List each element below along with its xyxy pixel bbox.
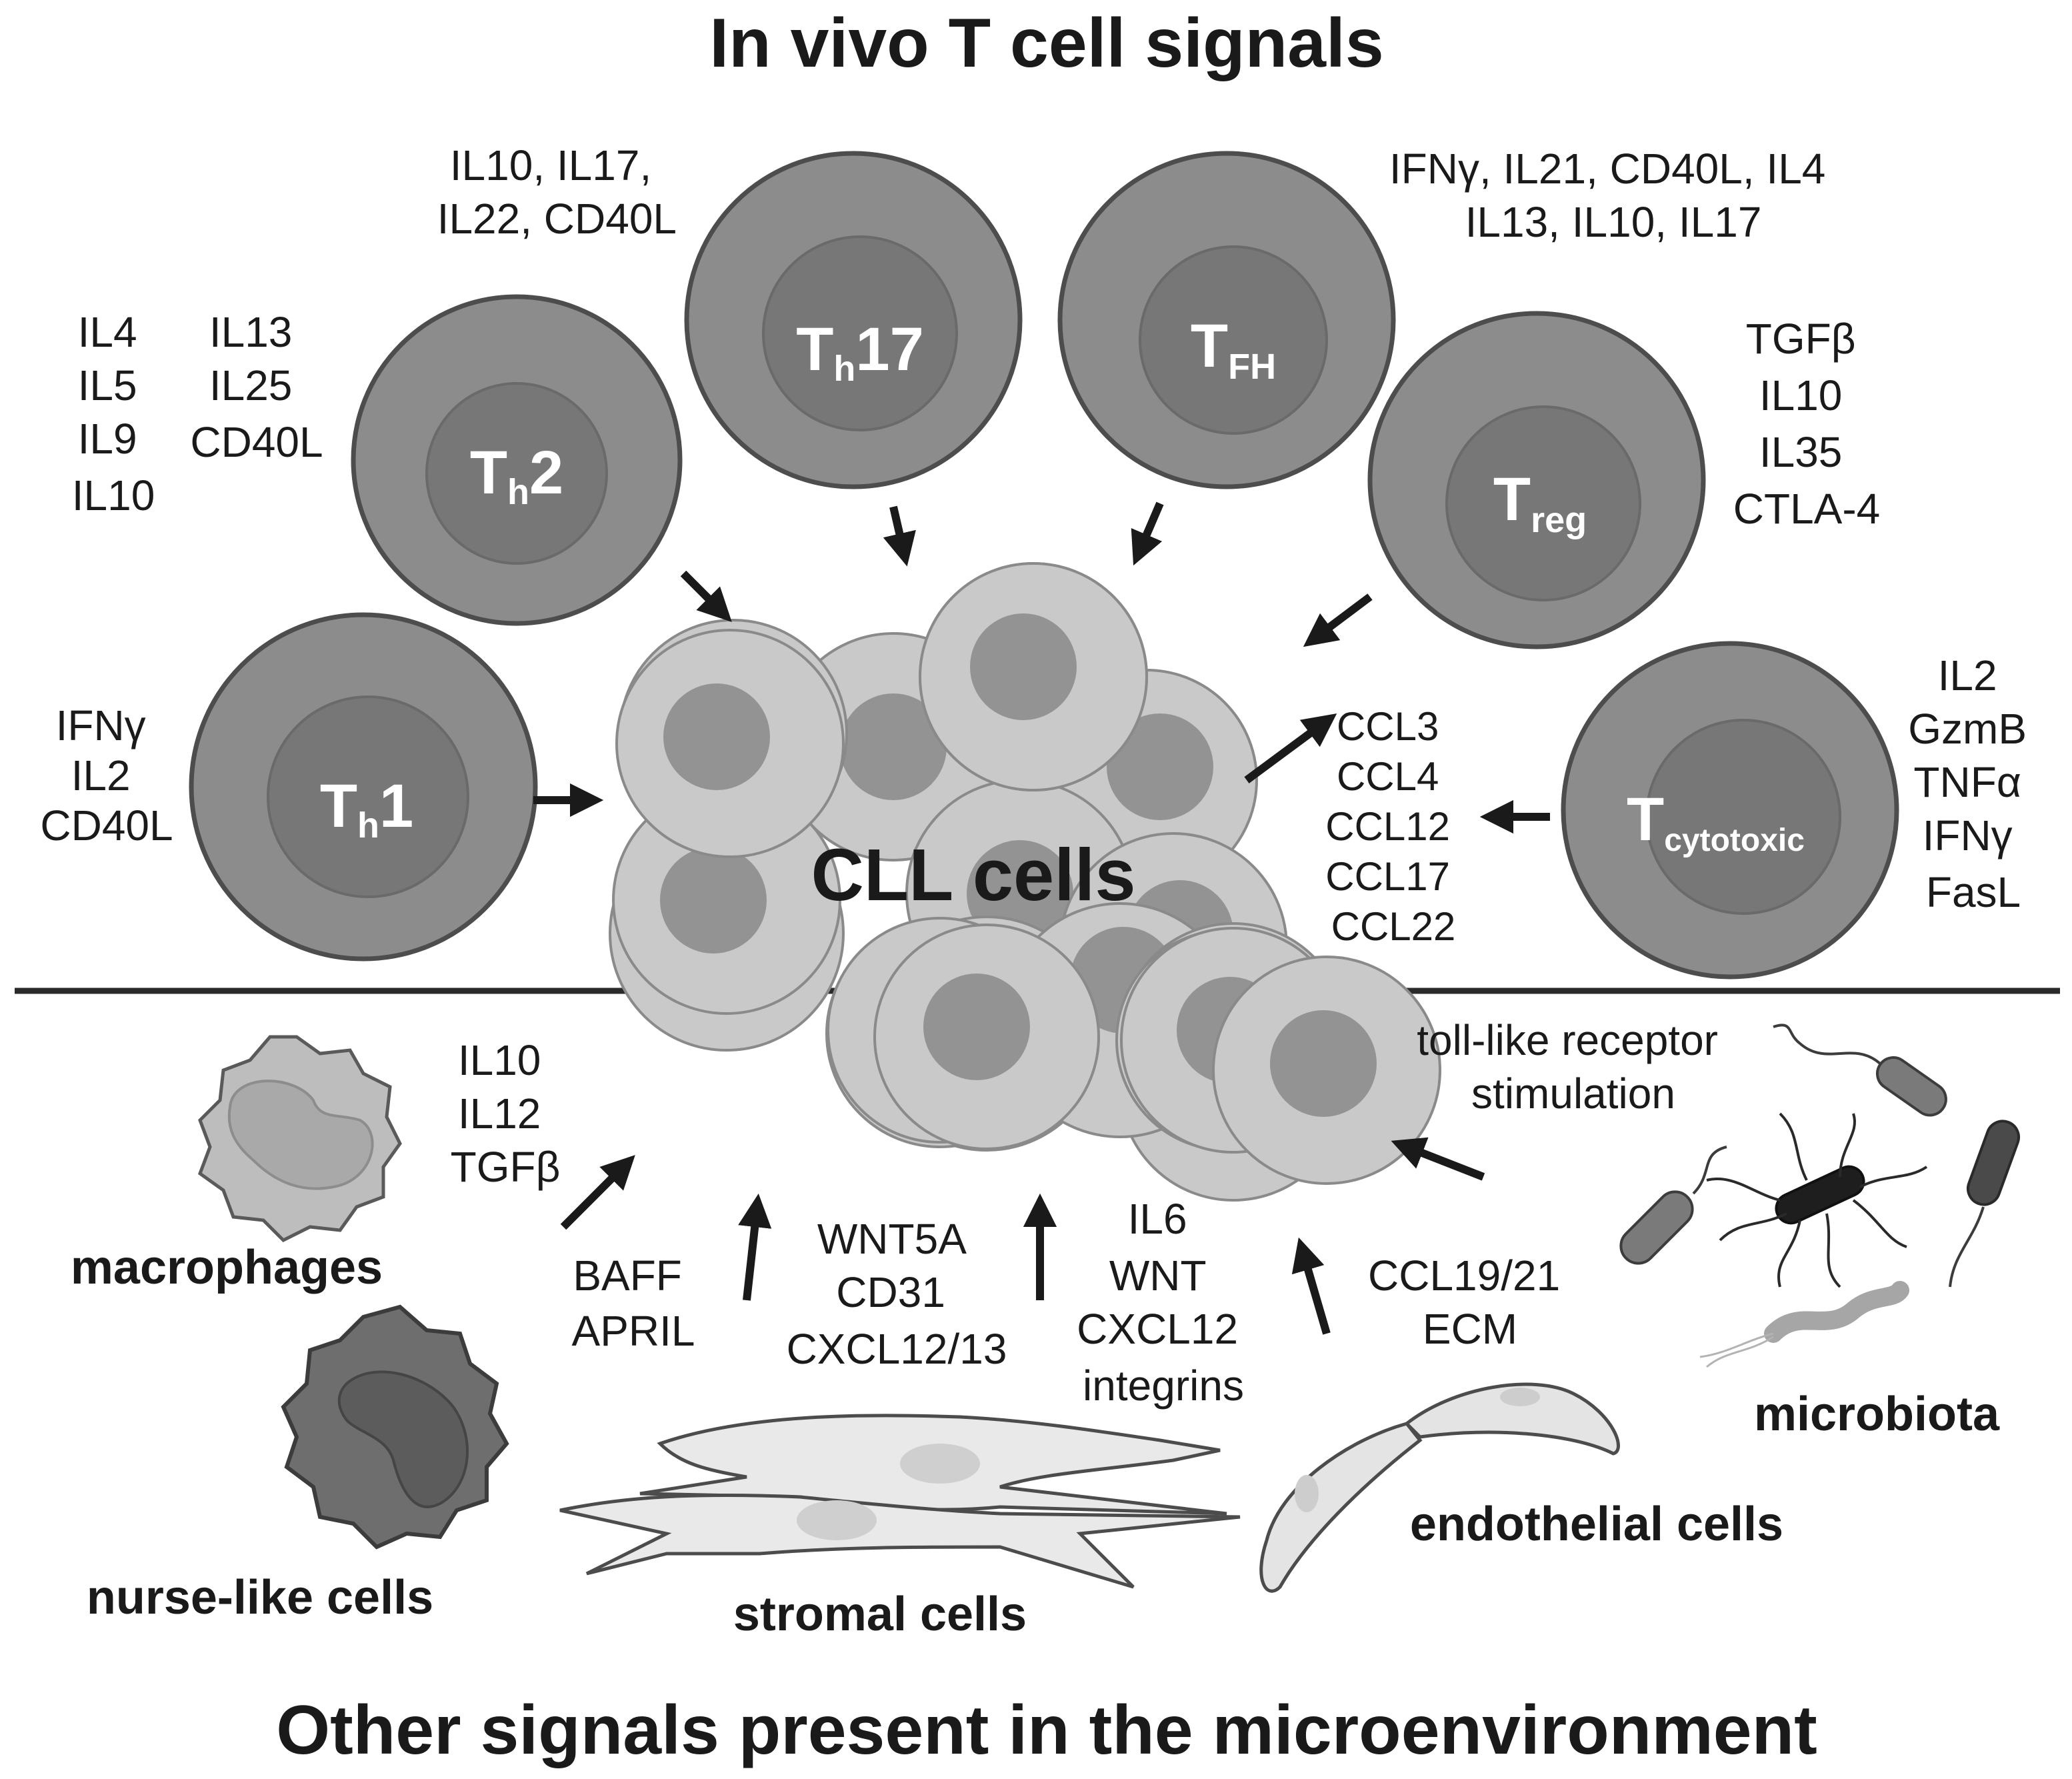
th2-label: Th2 (470, 439, 563, 512)
baff-signals: BAFF APRIL (572, 1252, 695, 1355)
stromal-cells (559, 1414, 1241, 1589)
tcyto-signals: IL2 GzmB TNFα IFNγ FasL (1908, 651, 2039, 916)
cll-label: CLL cells (811, 834, 1135, 916)
tfh-signals: IFNγ, IL21, CD40L, IL4 IL13, IL10, IL17 (1389, 145, 1837, 246)
stromal-label: stromal cells (733, 1588, 1027, 1641)
endothelial-cells (1259, 1382, 1620, 1593)
bacterium (1949, 1120, 2021, 1288)
il6-signals: IL6 WNT CXCL12 integrins (1077, 1195, 1250, 1410)
title-top: In vivo T cell signals (709, 5, 1383, 82)
microbiota-group (1619, 1024, 2021, 1368)
th2-signals-left: IL4 IL5 IL9 IL10 (72, 308, 155, 519)
endothelial-label: endothelial cells (1410, 1498, 1783, 1551)
arrow-tlr (1391, 1137, 1485, 1181)
bacterium (1619, 1146, 1727, 1265)
cll-cluster (609, 562, 1441, 1202)
arrows (533, 501, 1550, 1335)
tcytotoxic-cell: Tcytotoxic (1561, 641, 1899, 980)
tcytotoxic-label: Tcytotoxic (1627, 785, 1805, 858)
th1-cell: Th1 (189, 612, 538, 962)
tlr-signals: toll-like receptor stimulation (1417, 1016, 1730, 1118)
bacterium (1773, 1024, 1947, 1117)
th2-signals-right: IL13 IL25 CD40L (190, 308, 323, 466)
arrow-ccl-out (1244, 713, 1337, 783)
tfh-cell: TFH (1057, 151, 1396, 489)
title-bottom: Other signals present in the microenviro… (276, 1692, 1817, 1769)
cll-cell (873, 924, 1100, 1150)
arrow-th17 (883, 505, 916, 567)
treg-label: Treg (1493, 465, 1587, 540)
macrophage-signals: IL10 IL12 TGFβ (451, 1036, 561, 1191)
th17-cell: Th17 (684, 151, 1023, 489)
nurse-like-cell (281, 1304, 509, 1550)
arrow-baff (738, 1193, 772, 1301)
bacterium (1706, 1112, 1928, 1288)
th17-label: Th17 (796, 315, 924, 389)
th1-signals: IFNγ IL2 CD40L (40, 701, 173, 849)
arrow-treg (1303, 593, 1373, 647)
th1-label: Th1 (320, 772, 413, 845)
macrophage-cell (197, 1035, 402, 1243)
arrow-th2 (680, 570, 732, 622)
tfh-label: TFH (1191, 312, 1276, 387)
arrow-il6 (1291, 1237, 1331, 1335)
cll-cell (615, 629, 845, 858)
nurse-like-label: nurse-like cells (87, 1571, 433, 1624)
wnt5a-signals: WNT5A CD31 CXCL12/13 (787, 1215, 1007, 1373)
ccl19-signals: CCL19/21 ECM (1368, 1252, 1572, 1353)
arrow-macrophage (560, 1155, 635, 1230)
cll-cell (919, 562, 1148, 791)
cll-cell (1212, 956, 1441, 1185)
th2-cell: Th2 (351, 294, 683, 626)
arrow-tfh (1131, 501, 1164, 566)
macrophages-label: macrophages (71, 1241, 383, 1294)
microbiota-label: microbiota (1754, 1388, 2000, 1441)
chemokine-list: CCL3 CCL4 CCL12 CCL17 CCL22 (1325, 704, 1461, 949)
bacterium (1699, 1281, 1909, 1368)
th17-signals: IL10, IL17, IL22, CD40L (437, 141, 677, 243)
treg-cell: Treg (1367, 311, 1706, 649)
treg-signals: TGFβ IL10 IL35 CTLA-4 (1733, 315, 1881, 533)
